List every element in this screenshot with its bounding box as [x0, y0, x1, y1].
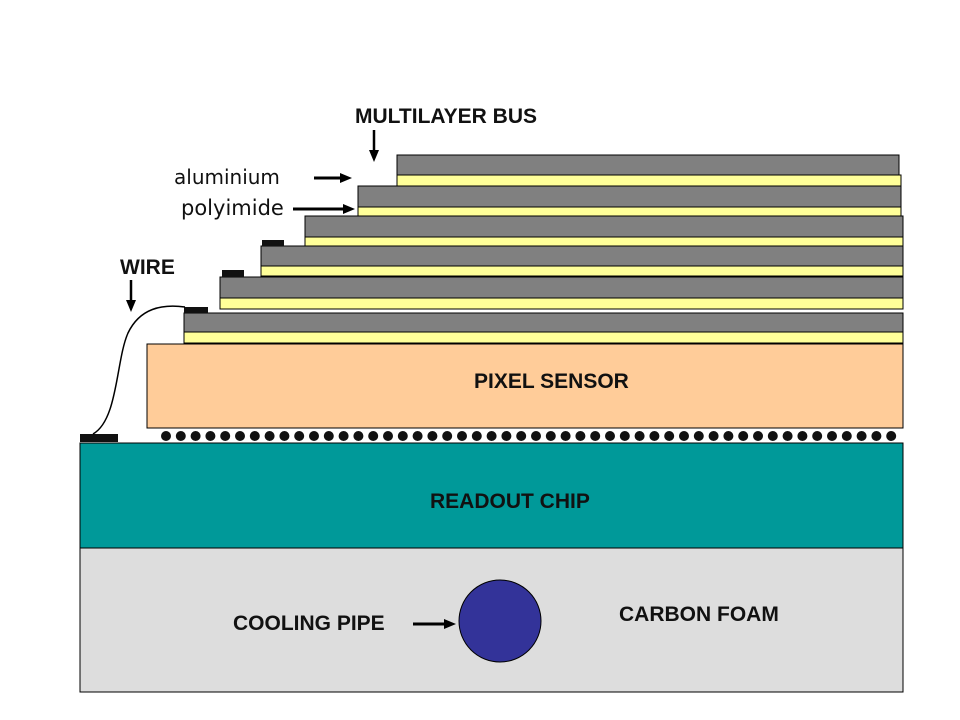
bump-bond — [279, 431, 290, 441]
bump-bond — [516, 431, 527, 441]
wire-bond-pad — [80, 434, 118, 442]
polyimide-layer — [219, 297, 904, 310]
bump-bond — [190, 431, 201, 441]
polyimide-layer — [183, 331, 904, 344]
bump-bond — [175, 431, 186, 441]
bump-bond — [235, 431, 245, 441]
aluminium-layer — [357, 185, 902, 208]
bump-bond — [605, 431, 615, 441]
bump-bond — [827, 431, 837, 441]
aluminium-layer — [260, 245, 904, 267]
contact-pad — [222, 270, 244, 277]
bump-bond — [664, 431, 675, 441]
pixel-sensor — [146, 343, 904, 429]
bump-bond — [323, 431, 334, 441]
pixel-sensor-label: PIXEL SENSOR — [474, 370, 629, 393]
bump-bond — [531, 431, 541, 441]
carbon-foam-label: CARBON FOAM — [619, 603, 779, 626]
bump-bond — [294, 431, 305, 441]
bump-bond — [471, 431, 482, 441]
bump-bond — [679, 431, 689, 441]
multilayer-bus-arrow — [369, 130, 379, 162]
bump-bond — [249, 431, 260, 441]
bump-bond — [708, 431, 719, 441]
bump-bond — [871, 431, 882, 441]
readout-chip — [79, 442, 904, 549]
bump-bond — [486, 431, 497, 441]
bump-bond — [397, 431, 408, 441]
bump-bond — [442, 431, 453, 441]
polyimide-layer — [357, 206, 902, 217]
bump-bond — [353, 431, 364, 441]
aluminium-layer — [396, 154, 900, 176]
aluminium-layer — [183, 312, 904, 333]
bump-bond — [412, 431, 423, 441]
bump-bond-row — [161, 431, 897, 441]
bump-bond — [427, 431, 438, 441]
bump-bond — [619, 431, 630, 441]
bump-bond — [738, 431, 749, 441]
contact-pad — [262, 240, 284, 246]
wire-label: WIRE — [120, 256, 175, 279]
polyimide-label: polyimide — [181, 196, 284, 220]
bump-bond — [723, 431, 734, 441]
aluminium-arrow — [314, 173, 352, 183]
aluminium-layer — [219, 276, 904, 299]
readout-chip-label: READOUT CHIP — [430, 490, 590, 513]
bump-bond — [264, 431, 275, 441]
cooling-pipe-label: COOLING PIPE — [233, 612, 385, 635]
bump-bond — [501, 431, 512, 441]
bump-bond — [545, 431, 556, 441]
bump-bond — [590, 431, 601, 441]
wire-arrow — [126, 280, 136, 312]
bump-bond — [220, 431, 231, 441]
polyimide-layer — [304, 236, 904, 247]
contact-pad — [184, 307, 208, 313]
bump-bond — [368, 431, 379, 441]
bump-bond — [634, 431, 645, 441]
bump-bond — [693, 431, 704, 441]
bump-bond — [338, 431, 349, 441]
cooling-pipe-arrow — [413, 619, 456, 629]
cooling-pipe — [458, 579, 542, 663]
bump-bond — [753, 431, 763, 441]
bump-bond — [383, 431, 393, 441]
polyimide-layer — [396, 174, 902, 187]
bump-bond — [886, 431, 897, 441]
multilayer-bus — [183, 154, 904, 344]
bump-bond — [205, 431, 216, 441]
bump-bond — [767, 431, 778, 441]
polyimide-layer — [260, 265, 904, 277]
bump-bond — [841, 431, 852, 441]
polyimide-arrow — [293, 204, 355, 214]
bump-bond — [161, 431, 171, 441]
wire-bond — [92, 305, 186, 435]
multilayer-bus-label: MULTILAYER BUS — [355, 105, 537, 128]
bump-bond — [575, 431, 586, 441]
bump-bond — [797, 431, 808, 441]
aluminium-layer — [304, 215, 904, 238]
bump-bond — [649, 431, 660, 441]
aluminium-label: aluminium — [174, 165, 280, 189]
bump-bond — [812, 431, 823, 441]
bump-bond — [457, 431, 467, 441]
bump-bond — [782, 431, 793, 441]
bump-bond — [309, 431, 319, 441]
bump-bond — [560, 431, 571, 441]
bump-bond — [856, 431, 867, 441]
